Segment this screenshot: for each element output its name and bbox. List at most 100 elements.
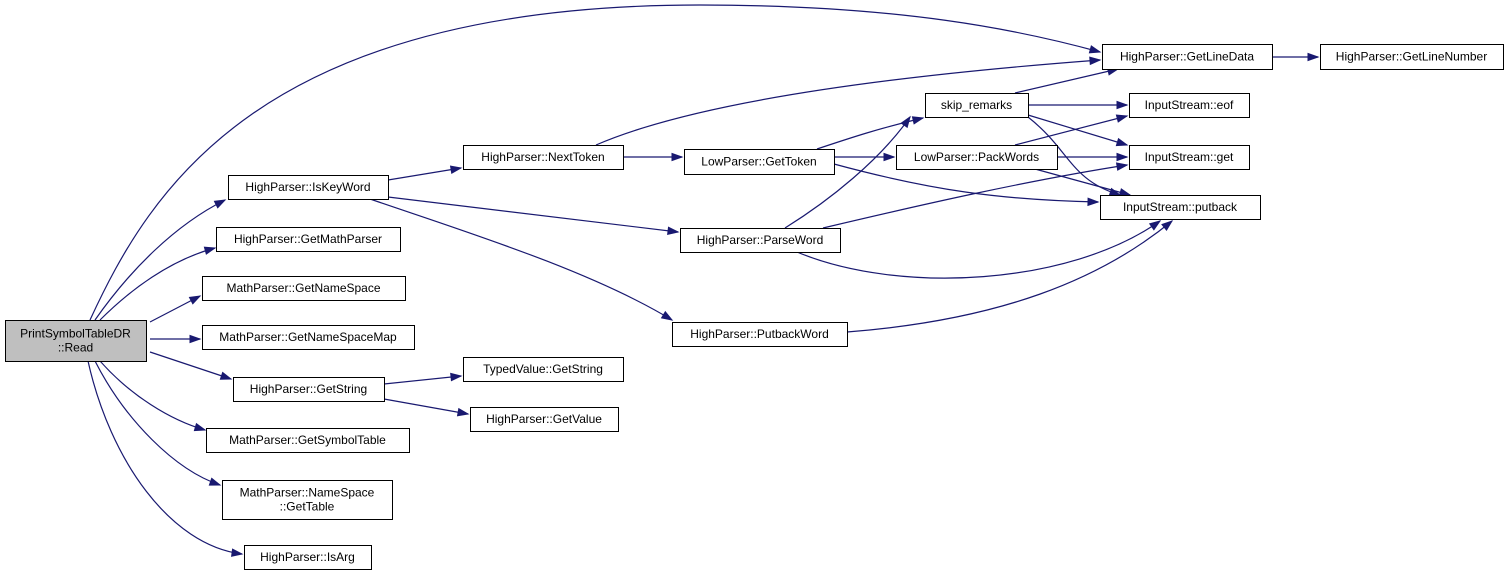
edge-line xyxy=(1027,116,1121,196)
node-putbackword[interactable]: HighParser::PutbackWord xyxy=(672,322,848,347)
node-box xyxy=(233,377,385,402)
arrowhead xyxy=(208,477,222,486)
arrowhead xyxy=(203,246,217,255)
edge-root-to-getmathparser xyxy=(99,246,217,321)
arrowhead xyxy=(1115,162,1129,171)
arrowhead xyxy=(449,165,463,174)
node-isarg[interactable]: HighParser::IsArg xyxy=(244,545,372,570)
edge-line xyxy=(1034,168,1131,196)
node-label: MathParser::GetNameSpace xyxy=(226,281,380,295)
edge-line xyxy=(833,163,1099,203)
arrowhead xyxy=(1089,56,1102,66)
node-label: skip_remarks xyxy=(941,98,1012,112)
node-box xyxy=(463,145,624,170)
node-label: MathParser::NameSpace xyxy=(240,486,375,500)
node-getnamespacemap[interactable]: MathParser::GetNameSpaceMap xyxy=(202,325,415,350)
node-label: InputStream::get xyxy=(1145,150,1234,164)
node-box xyxy=(470,407,619,432)
node-label: HighParser::NextToken xyxy=(481,150,604,164)
node-getstring[interactable]: HighParser::GetString xyxy=(233,377,385,402)
node-label: InputStream::eof xyxy=(1145,98,1234,112)
edge-line xyxy=(822,164,1128,229)
edge-nexttoken-to-getlinedata xyxy=(595,56,1102,146)
edge-skipremarks-to-get xyxy=(1027,114,1129,147)
node-box xyxy=(228,175,389,200)
node-label: InputStream::putback xyxy=(1123,200,1238,214)
node-label: MathParser::GetSymbolTable xyxy=(229,433,386,447)
node-nexttoken[interactable]: HighParser::NextToken xyxy=(463,145,624,170)
node-box xyxy=(463,357,624,382)
edge-line xyxy=(816,117,924,150)
node-getnamespace[interactable]: MathParser::GetNameSpace xyxy=(202,276,406,301)
node-box xyxy=(202,276,406,301)
edge-line xyxy=(846,220,1173,333)
node-typedgetstring[interactable]: TypedValue::GetString xyxy=(463,357,624,382)
node-getlinenumber[interactable]: HighParser::GetLineNumber xyxy=(1320,44,1504,70)
arrowhead xyxy=(193,422,207,432)
edge-parseword-to-skipremarks xyxy=(784,115,911,229)
edge-root-to-isarg xyxy=(87,360,244,557)
node-label: HighParser::ParseWord xyxy=(697,233,824,247)
edge-iskeyword-to-parseword xyxy=(387,196,680,236)
call-edges xyxy=(87,4,1320,557)
edge-packwords-to-eof xyxy=(1014,114,1129,146)
node-namespacegettable[interactable]: MathParser::NameSpace::GetTable xyxy=(222,480,393,520)
edge-line xyxy=(89,4,1101,321)
arrowhead xyxy=(1148,220,1162,231)
node-box xyxy=(5,320,147,362)
node-getmathparser[interactable]: HighParser::GetMathParser xyxy=(216,227,401,252)
arrowhead xyxy=(1116,152,1129,162)
edge-gettoken-to-packwords xyxy=(834,152,896,162)
node-label: HighParser::IsArg xyxy=(260,550,355,564)
node-box xyxy=(1320,44,1504,70)
edge-line xyxy=(387,167,462,181)
arrowhead xyxy=(1115,137,1129,147)
node-packwords[interactable]: LowParser::PackWords xyxy=(896,145,1058,170)
edge-line xyxy=(1014,115,1128,146)
edge-root-to-getnamespacemap xyxy=(150,334,202,344)
node-eof[interactable]: InputStream::eof xyxy=(1129,93,1250,118)
edge-line xyxy=(94,360,221,486)
edge-line xyxy=(149,351,232,380)
node-label: HighParser::PutbackWord xyxy=(690,327,829,341)
arrowhead xyxy=(231,548,244,557)
edge-root-to-getnamespace xyxy=(149,295,202,323)
edge-root-to-namespacegettable xyxy=(94,360,222,486)
node-getsymboltable[interactable]: MathParser::GetSymbolTable xyxy=(206,428,410,453)
node-label: TypedValue::GetString xyxy=(483,362,603,376)
node-skipremarks[interactable]: skip_remarks xyxy=(925,93,1029,118)
node-putback[interactable]: InputStream::putback xyxy=(1100,195,1261,220)
node-label: LowParser::GetToken xyxy=(701,155,816,169)
node-box xyxy=(1102,44,1273,70)
node-box xyxy=(202,325,415,350)
node-iskeyword[interactable]: HighParser::IsKeyWord xyxy=(228,175,389,200)
node-label: MathParser::GetNameSpaceMap xyxy=(219,330,397,344)
arrowhead xyxy=(1118,188,1132,197)
node-box xyxy=(680,228,841,253)
arrowhead xyxy=(911,116,925,125)
node-box xyxy=(925,93,1029,118)
edge-root-to-getstring xyxy=(149,351,233,380)
node-box xyxy=(244,545,372,570)
arrowhead xyxy=(189,334,202,344)
arrowhead xyxy=(660,310,674,321)
edge-line xyxy=(796,220,1161,279)
node-gettoken[interactable]: LowParser::GetToken xyxy=(684,149,835,175)
arrowhead xyxy=(667,226,680,236)
arrowhead xyxy=(1307,52,1320,62)
edge-line xyxy=(99,247,216,321)
node-label: HighParser::GetString xyxy=(250,382,367,396)
function-nodes: PrintSymbolTableDR::Read HighParser::IsKe… xyxy=(5,44,1504,570)
arrowhead xyxy=(883,152,896,162)
arrowhead xyxy=(219,371,233,380)
edge-gettoken-to-skipremarks xyxy=(816,116,925,150)
node-root[interactable]: PrintSymbolTableDR::Read xyxy=(5,320,147,362)
edge-root-to-getlinedata xyxy=(89,4,1102,321)
node-get[interactable]: InputStream::get xyxy=(1129,145,1250,170)
node-getlinedata[interactable]: HighParser::GetLineData xyxy=(1102,44,1273,70)
edge-line xyxy=(369,198,673,321)
node-getvalue[interactable]: HighParser::GetValue xyxy=(470,407,619,432)
node-box xyxy=(896,145,1058,170)
node-parseword[interactable]: HighParser::ParseWord xyxy=(680,228,841,253)
